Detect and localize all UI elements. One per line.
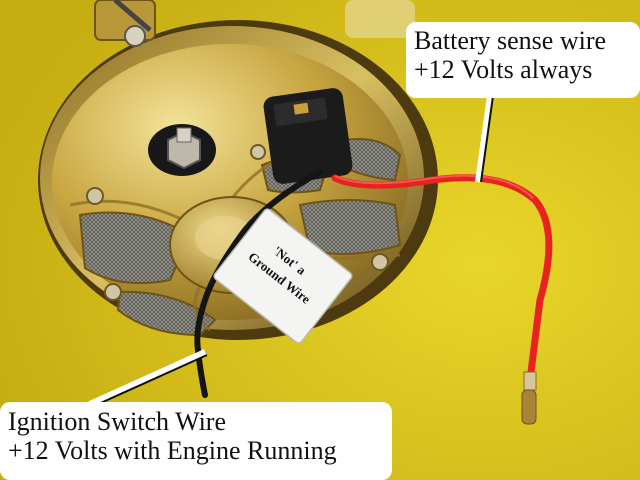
housing-bolts (86, 144, 389, 301)
ground-wire-tag: 'Not' a Ground Wire (213, 208, 353, 344)
red-wire (331, 174, 553, 384)
bat-terminal (148, 124, 216, 176)
callout-battery-line-1: Battery sense wire (414, 26, 607, 55)
leader-line-battery (475, 95, 494, 183)
callout-ignition-switch: Ignition Switch Wire +12 Volts with Engi… (0, 402, 392, 480)
callout-battery-sense: Battery sense wire +12 Volts always (406, 22, 640, 98)
callout-ignition-line-2: +12 Volts with Engine Running (8, 436, 337, 466)
callout-battery-line-2: +12 Volts always (414, 55, 593, 85)
leader-line-ignition (88, 349, 208, 407)
wire-connector-plug (263, 88, 353, 184)
callout-ignition-line-1: Ignition Switch Wire (8, 407, 227, 436)
red-wire-terminal (521, 371, 537, 425)
